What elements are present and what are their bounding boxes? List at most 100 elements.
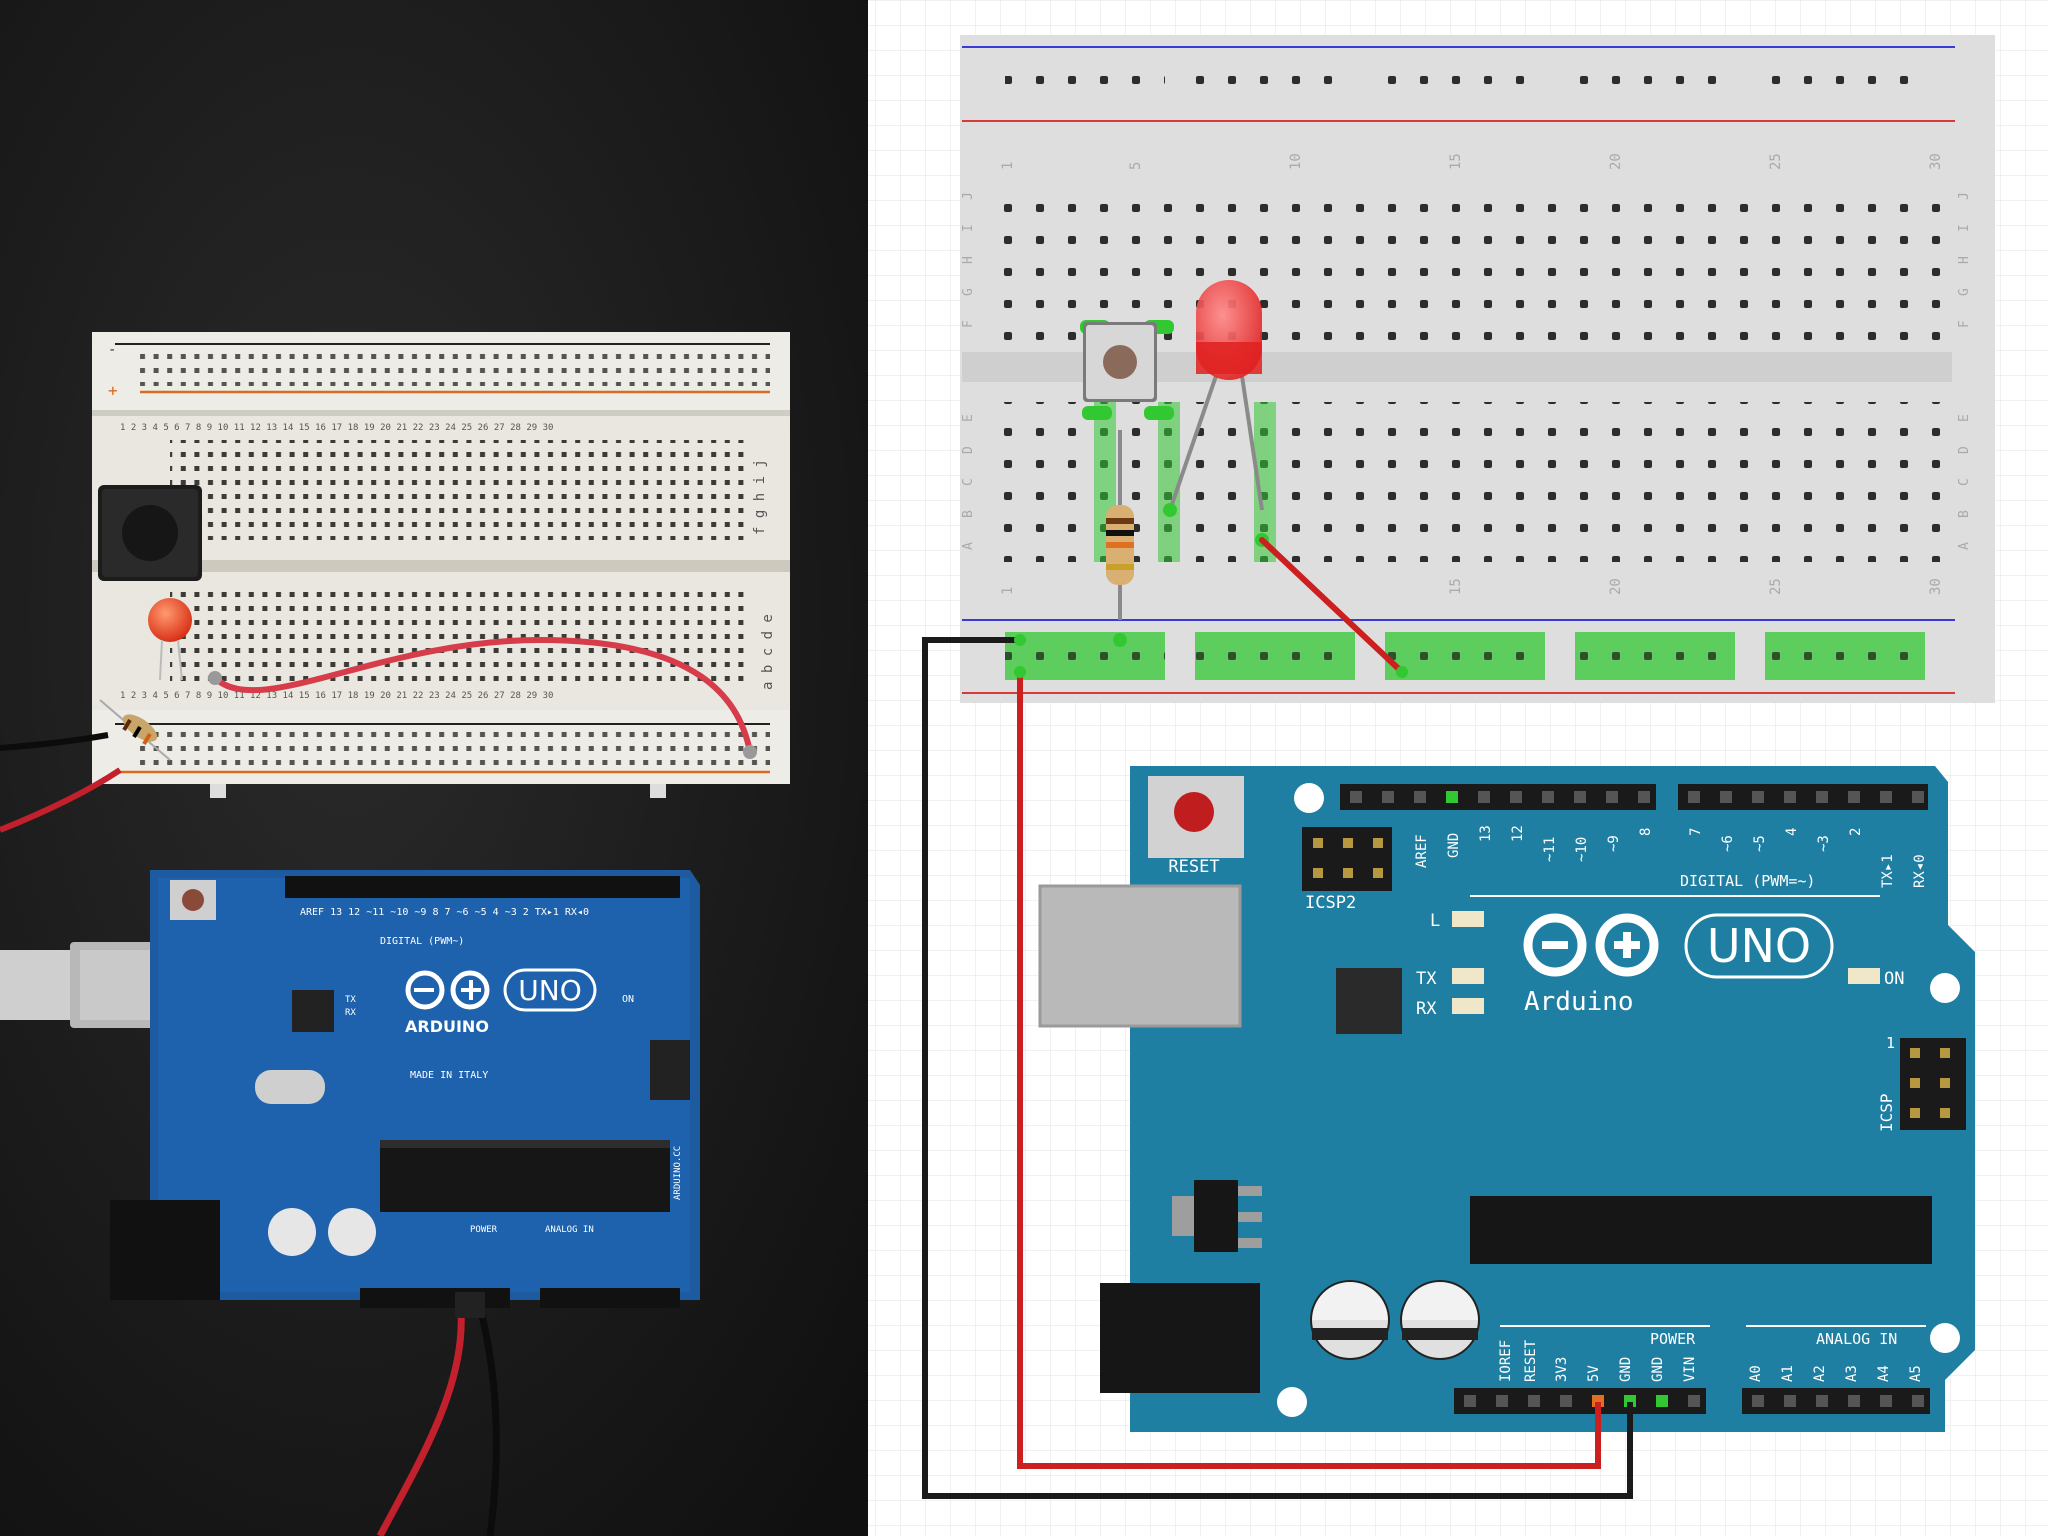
reset-label: RESET	[1168, 857, 1219, 877]
usb-connector	[1040, 886, 1240, 1026]
svg-text:25: 25	[1768, 153, 1784, 170]
svg-text:A2: A2	[1812, 1365, 1828, 1382]
analog-header	[1742, 1388, 1930, 1414]
photo-breadboard: - + 1 2 3 4 5 6 7 8 9 10 11 12 13 14 15 …	[92, 332, 790, 798]
svg-text:ARDUINO.CC: ARDUINO.CC	[673, 1146, 683, 1200]
uno-label: UNO	[1707, 919, 1811, 973]
svg-text:2: 2	[1848, 828, 1864, 836]
svg-text:~5: ~5	[1752, 835, 1768, 852]
photo-led	[148, 598, 192, 681]
svg-text:G: G	[1957, 288, 1972, 296]
svg-text:B: B	[961, 510, 976, 518]
power-pin-labels: IOREF RESET 3V3 5V GND GND VIN	[1498, 1339, 1698, 1382]
analog-label: ANALOG IN	[1816, 1330, 1897, 1348]
rx-led-label: RX	[1416, 999, 1437, 1019]
svg-text:RX: RX	[345, 1008, 356, 1018]
svg-text:TX▸1: TX▸1	[1880, 854, 1896, 888]
svg-text:J: J	[961, 192, 976, 200]
photo-pushbutton	[98, 485, 202, 581]
svg-text:B: B	[1957, 510, 1972, 518]
svg-text:AREF 13 12 ~11 ~10 ~9 8 7 ~6 ~: AREF 13 12 ~11 ~10 ~9 8 7 ~6 ~5 4 ~3 2 T…	[300, 907, 589, 918]
svg-text:20: 20	[1608, 578, 1624, 595]
svg-text:4: 4	[1784, 828, 1800, 836]
analog-pin-labels: A0 A1 A2 A3 A4 A5	[1748, 1365, 1924, 1382]
column-numbers-top: 1 2 3 4 5 6 7 8 9 10 11 12 13 14 15 16 1…	[120, 423, 553, 433]
svg-text:F: F	[961, 320, 976, 328]
diagram-breadboard: 1 5 10 15 20 25 30 J I H G F E D C B A J…	[960, 35, 1995, 703]
svg-text:C: C	[961, 478, 976, 486]
svg-text:~11: ~11	[1542, 837, 1558, 862]
svg-text:20: 20	[1608, 153, 1624, 170]
svg-text:A: A	[1957, 542, 1972, 550]
row-letters-top: f g h i j	[752, 459, 768, 535]
svg-text:E: E	[1957, 414, 1972, 422]
photo-jumper-wire	[212, 636, 753, 755]
diagram-pushbutton	[1080, 320, 1174, 420]
svg-text:D: D	[961, 446, 976, 454]
svg-text:15: 15	[1448, 153, 1464, 170]
column-numbers-top: 1 5 10 15 20 25 30	[1000, 153, 1944, 170]
digital-label: DIGITAL (PWM=~)	[1680, 872, 1815, 890]
photo-resistor	[99, 699, 171, 761]
usb-chip	[1336, 968, 1402, 1034]
svg-text:C: C	[1957, 478, 1972, 486]
photo-arduino: DIGITAL (PWM~) AREF 13 12 ~11 ~10 ~9 8 7…	[110, 870, 700, 1308]
svg-text:1: 1	[1000, 587, 1016, 595]
svg-text:1: 1	[1886, 1034, 1895, 1052]
wire-gnd	[922, 637, 1633, 1499]
svg-text:GND: GND	[1446, 833, 1462, 858]
svg-text:25: 25	[1768, 578, 1784, 595]
dc-jack	[1100, 1283, 1260, 1393]
row-letters-bottom: a b c d e	[760, 614, 776, 690]
svg-text:13: 13	[1478, 825, 1494, 842]
circuit-photo: - + 1 2 3 4 5 6 7 8 9 10 11 12 13 14 15 …	[0, 0, 868, 1536]
svg-text:H: H	[961, 256, 976, 264]
svg-text:E: E	[961, 414, 976, 422]
svg-text:A1: A1	[1780, 1365, 1796, 1382]
svg-text:ON: ON	[622, 994, 634, 1005]
svg-text:H: H	[1957, 256, 1972, 264]
photo-arduino-text: ARDUINO	[405, 1017, 489, 1036]
svg-text:7: 7	[1688, 828, 1704, 836]
svg-text:ANALOG IN: ANALOG IN	[545, 1225, 594, 1235]
diagram-arduino: RESET ICSP 2 AREF GND 13 12 ~11 ~10 ~9 8 …	[1038, 766, 1975, 1432]
l-led-label: L	[1430, 911, 1440, 931]
digital-pin-labels: AREF GND 13 12 ~11 ~10 ~9 8 7 ~6 ~5 4 ~3…	[1414, 825, 1928, 888]
svg-text:D: D	[1957, 446, 1972, 454]
svg-text:GND: GND	[1618, 1357, 1634, 1382]
svg-text:A3: A3	[1844, 1365, 1860, 1382]
column-numbers-bottom: 1 15 20 25 30	[1000, 578, 1944, 595]
row-letters-left: J I H G F E D C B A	[961, 192, 976, 550]
brand-label: Arduino	[1524, 987, 1634, 1017]
photo-digital-label: DIGITAL (PWM~)	[380, 936, 464, 947]
icsp-label: ICSP	[1877, 1093, 1896, 1132]
on-led-label: ON	[1884, 969, 1904, 989]
svg-text:10: 10	[1288, 153, 1304, 170]
atmega-chip	[1470, 1196, 1932, 1264]
svg-text:G: G	[961, 288, 976, 296]
svg-text:GND: GND	[1650, 1357, 1666, 1382]
svg-text:A5: A5	[1908, 1365, 1924, 1382]
svg-text:RX◂0: RX◂0	[1912, 854, 1928, 888]
svg-text:~3: ~3	[1816, 835, 1832, 852]
svg-text:1 2 3 4 5 6 7 8 9 10 11 12 13: 1 2 3 4 5 6 7 8 9 10 11 12 13 14 15 16 1…	[120, 691, 553, 701]
svg-text:J: J	[1957, 192, 1972, 200]
svg-text:I: I	[961, 224, 976, 232]
tx-led-label: TX	[1416, 969, 1437, 989]
svg-text:~10: ~10	[1574, 837, 1590, 862]
svg-text:IOREF: IOREF	[1498, 1340, 1514, 1382]
arduino-logo-icon	[1523, 913, 1659, 977]
svg-text:1: 1	[1000, 162, 1016, 170]
svg-text:~9: ~9	[1606, 835, 1622, 852]
svg-text:~6: ~6	[1720, 835, 1736, 852]
wiring-diagram: 1 5 10 15 20 25 30 J I H G F E D C B A J…	[868, 0, 2048, 1536]
svg-text:AREF: AREF	[1414, 834, 1430, 868]
svg-text:A4: A4	[1876, 1365, 1892, 1382]
diagram-resistor	[1106, 430, 1134, 647]
svg-text:5: 5	[1128, 162, 1144, 170]
icsp2-header	[1302, 827, 1392, 891]
svg-text:12: 12	[1510, 825, 1526, 842]
rail-minus-label: -	[108, 342, 116, 358]
diagram-jumper-red	[1259, 537, 1405, 675]
svg-text:A0: A0	[1748, 1365, 1764, 1382]
